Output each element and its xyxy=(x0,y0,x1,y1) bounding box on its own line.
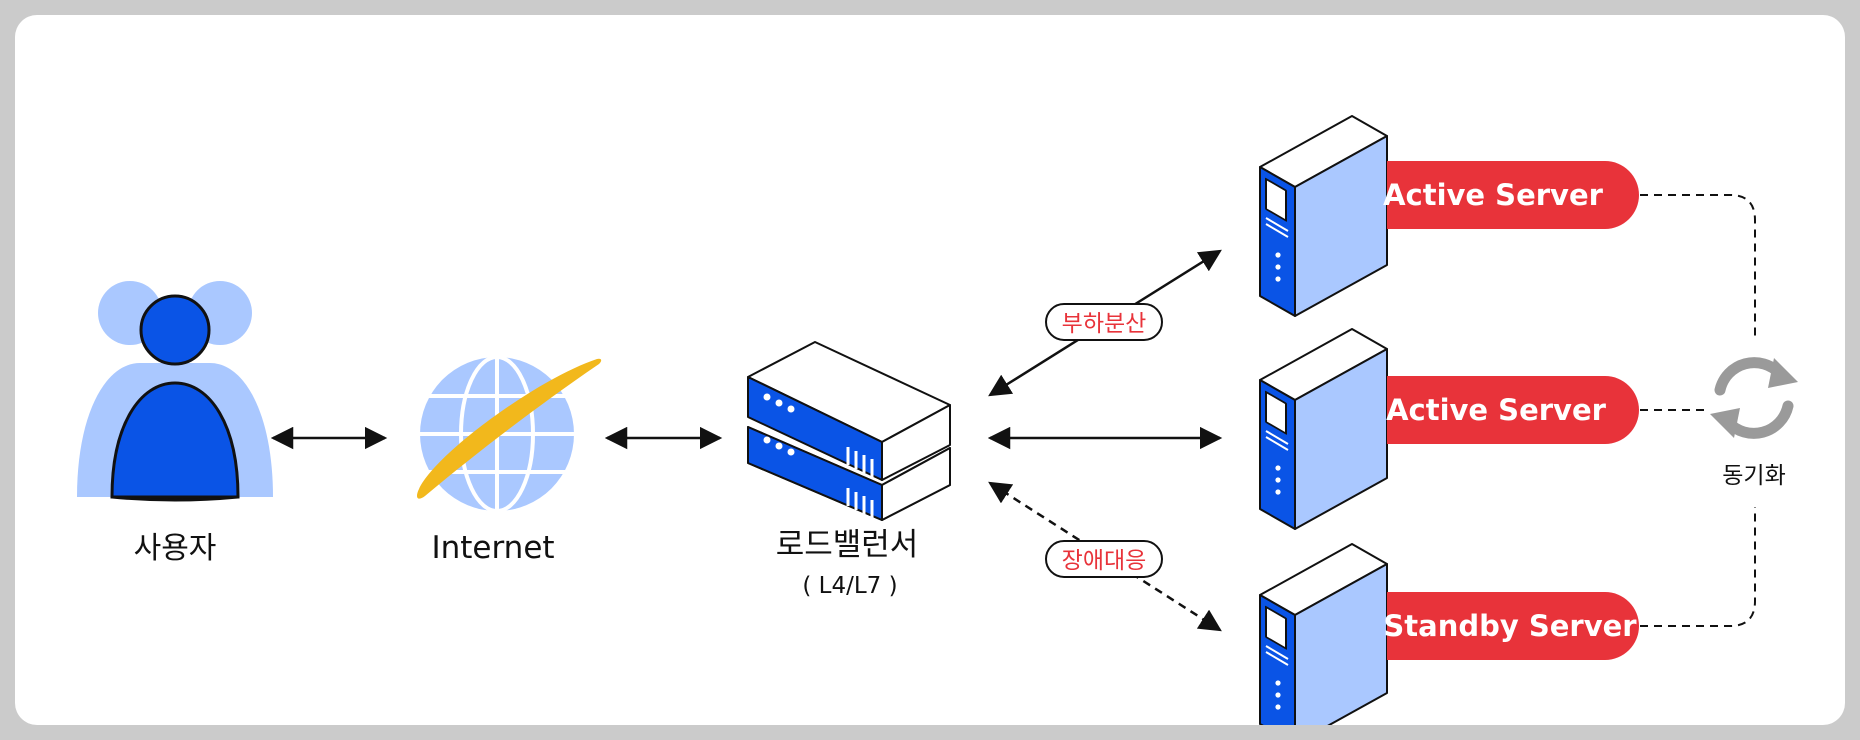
sync-icon xyxy=(1710,357,1798,439)
sync-connector-lines xyxy=(1640,194,1756,627)
server-pill-3: Standby Server xyxy=(1383,592,1639,660)
globe-icon xyxy=(417,355,602,513)
internet-label: Internet xyxy=(431,530,554,566)
failover-badge-label: 장애대응 xyxy=(1062,548,1147,574)
server-label-2: Active Server xyxy=(1386,393,1607,427)
server-tower-icon xyxy=(1259,328,1388,530)
sync-label: 동기화 xyxy=(1722,463,1785,489)
server-label-1: Active Server xyxy=(1383,178,1604,212)
server-pill-1: Active Server xyxy=(1383,161,1639,229)
diagram-card: 사용자 Internet xyxy=(15,15,1845,725)
load-balancing-badge: 부하분산 xyxy=(1045,303,1163,341)
server-tower-icon xyxy=(1259,543,1388,725)
user-group-icon xyxy=(77,281,273,502)
architecture-diagram: 사용자 Internet xyxy=(77,115,1798,725)
failover-badge: 장애대응 xyxy=(1045,540,1163,578)
load-balancer-label: 로드밸런서 xyxy=(776,527,919,563)
lb-server3-arrow xyxy=(988,481,1222,632)
load-balancing-badge-label: 부하분산 xyxy=(1062,311,1147,337)
load-balancer-icon xyxy=(747,341,951,521)
server-label-3: Standby Server xyxy=(1383,609,1637,643)
server-pill-2: Active Server xyxy=(1386,376,1639,444)
server-tower-icon xyxy=(1259,115,1388,317)
load-balancer-sublabel: ( L4/L7 ) xyxy=(802,573,897,599)
user-label: 사용자 xyxy=(134,531,217,566)
